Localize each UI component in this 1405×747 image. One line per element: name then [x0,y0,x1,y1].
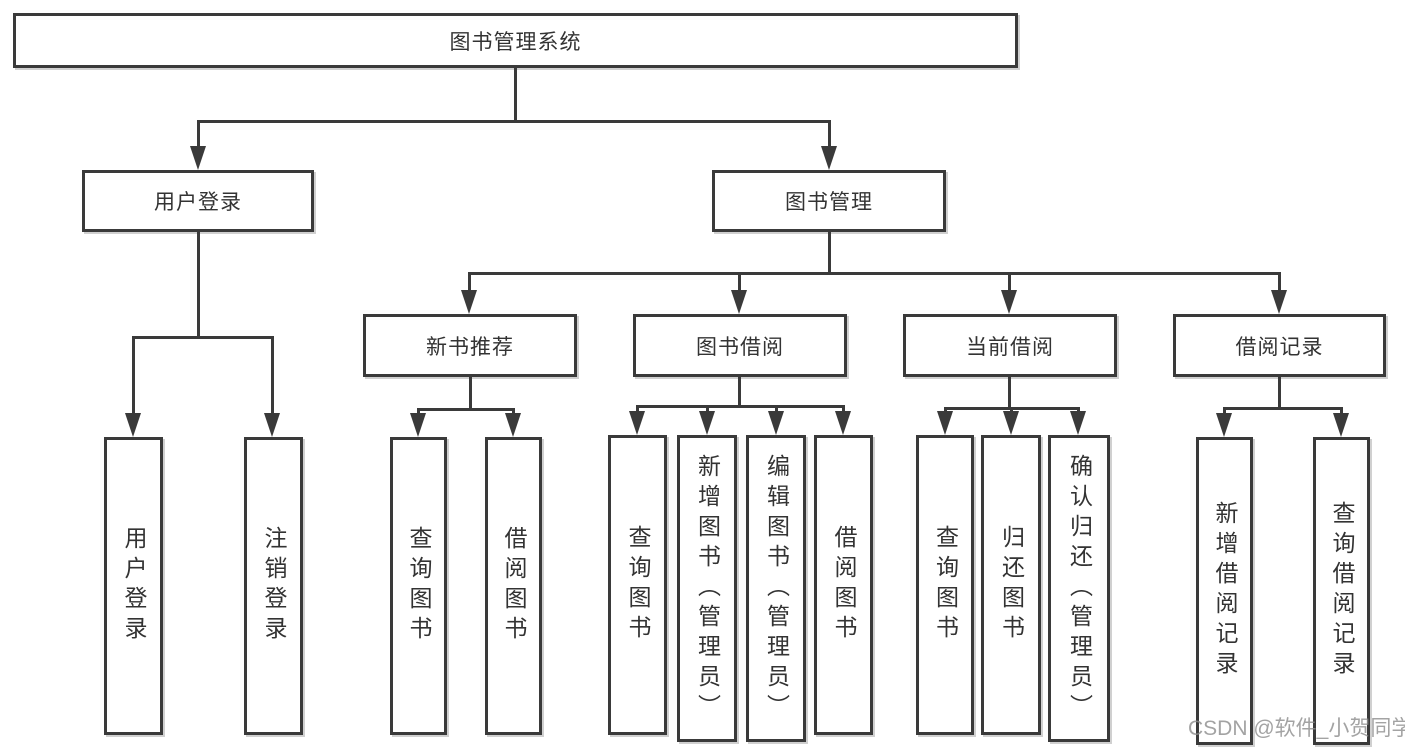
arrow-down-icon [937,411,953,435]
node-library-system: 图书管理系统 [13,13,1018,68]
leaf-query-books-current: 查询图书 [916,435,974,735]
connector-stem [1077,407,1080,413]
arrow-down-icon [1333,413,1349,437]
csdn-watermark: CSDN @软件_小贺同学 [1188,717,1405,740]
connector-current-borrow-vertical [1008,376,1011,410]
leaf-add-book-admin-label: 新增图书（管理员） [694,453,721,724]
leaf-query-books-recommend: 查询图书 [390,437,447,735]
connector-stem [738,272,741,292]
connector-stem [706,405,709,413]
leaf-query-books-current-label: 查询图书 [932,525,959,645]
leaf-query-borrow-record-label: 查询借阅记录 [1329,501,1355,681]
node-user-login-label: 用户登录 [154,191,242,214]
node-user-login: 用户登录 [82,170,314,232]
arrow-down-icon [264,413,280,437]
leaf-borrow-books-recommend: 借阅图书 [485,437,542,735]
node-new-book-recommend: 新书推荐 [363,314,577,377]
arrow-down-icon [731,290,747,314]
leaf-add-borrow-record-label: 新增借阅记录 [1212,501,1238,681]
leaf-logout-login: 注销登录 [244,437,303,735]
connector-stem [417,408,420,415]
leaf-query-borrow-record: 查询借阅记录 [1313,437,1370,745]
leaf-user-login-label: 用户登录 [121,526,147,646]
node-book-borrow: 图书借阅 [633,314,847,377]
node-book-management: 图书管理 [712,170,946,232]
connector-user-login-horizontal [132,336,274,339]
arrow-down-icon [125,413,141,437]
node-library-system-label: 图书管理系统 [449,30,582,54]
leaf-return-books-label: 归还图书 [998,525,1025,645]
connector-stem [842,405,845,413]
leaf-query-books-borrow: 查询图书 [608,435,667,735]
arrow-down-icon [505,413,521,437]
arrow-down-icon [410,413,426,437]
connector-stem [1278,272,1281,292]
connector-stem [1340,407,1343,415]
connector-root-horizontal [197,120,830,123]
connector-stem [512,408,515,415]
arrow-down-icon [1216,413,1232,437]
node-borrow-records: 借阅记录 [1173,314,1386,377]
leaf-logout-login-label: 注销登录 [261,526,287,646]
connector-new-book-horizontal [417,408,515,411]
arrow-down-icon [1271,290,1287,314]
connector-stem [944,407,947,413]
arrow-down-icon [821,146,837,170]
connector-borrow-records-vertical [1278,376,1281,410]
connector-stem [197,120,200,148]
connector-stem [775,405,778,413]
leaf-query-books-borrow-label: 查询图书 [625,525,651,645]
leaf-add-book-admin: 新增图书（管理员） [677,435,737,742]
connector-stem [468,272,471,292]
connector-stem [271,336,274,415]
leaf-query-books-recommend-label: 查询图书 [406,526,432,646]
arrow-down-icon [835,411,851,435]
connector-stem [1008,272,1011,292]
leaf-borrow-books-label: 借阅图书 [831,525,857,645]
connector-user-login-vertical [197,231,200,339]
arrow-down-icon [461,290,477,314]
leaf-confirm-return-admin-label: 确认归还（管理员） [1066,453,1093,724]
connector-borrow-records-horizontal [1223,407,1343,410]
connector-book-mgmt-horizontal [468,272,1281,275]
arrow-down-icon [1070,411,1086,435]
node-current-borrow-label: 当前借阅 [966,335,1054,359]
connector-book-borrow-vertical [738,376,741,408]
node-book-management-label: 图书管理 [785,191,873,214]
connector-root-vertical [514,67,517,123]
leaf-confirm-return-admin: 确认归还（管理员） [1048,435,1110,742]
connector-stem [828,120,831,148]
connector-stem [132,336,135,415]
connector-stem [1223,407,1226,415]
leaf-edit-book-admin-label: 编辑图书（管理员） [763,453,790,724]
leaf-edit-book-admin: 编辑图书（管理员） [746,435,806,742]
connector-book-mgmt-vertical [828,231,831,275]
arrow-down-icon [1001,290,1017,314]
leaf-borrow-books: 借阅图书 [814,435,873,735]
arrow-down-icon [190,146,206,170]
connector-book-borrow-horizontal [636,405,845,408]
node-borrow-records-label: 借阅记录 [1235,335,1324,359]
arrow-down-icon [768,411,784,435]
leaf-user-login: 用户登录 [104,437,163,735]
leaf-borrow-books-recommend-label: 借阅图书 [501,526,527,646]
connector-stem [1010,407,1013,413]
connector-stem [636,405,639,413]
node-current-borrow: 当前借阅 [903,314,1117,377]
arrow-down-icon [699,411,715,435]
connector-new-book-vertical [469,376,472,411]
arrow-down-icon [1003,411,1019,435]
leaf-add-borrow-record: 新增借阅记录 [1196,437,1253,745]
node-book-borrow-label: 图书借阅 [696,335,784,359]
arrow-down-icon [629,411,645,435]
node-new-book-recommend-label: 新书推荐 [426,335,514,359]
leaf-return-books: 归还图书 [981,435,1041,735]
